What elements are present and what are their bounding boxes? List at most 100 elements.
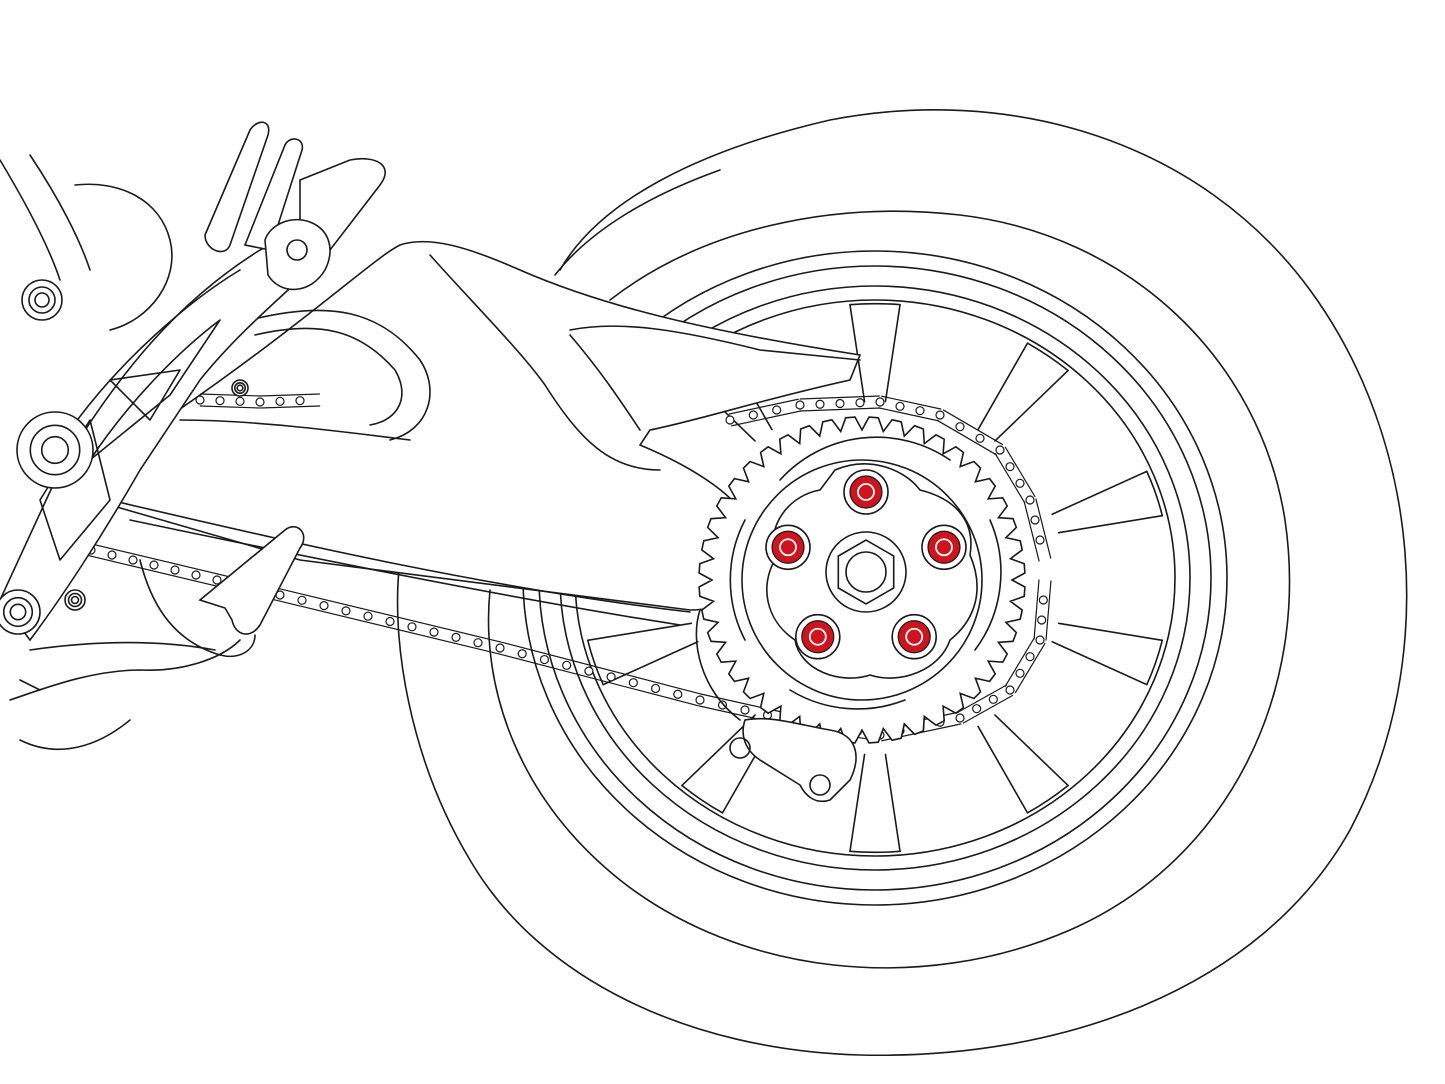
chain-plate-edge bbox=[1045, 580, 1052, 641]
wheel-spoke-edge bbox=[994, 369, 1069, 442]
chain-plate-edge bbox=[259, 393, 320, 397]
chain-plate-edge bbox=[881, 395, 942, 410]
chain-plate-edge bbox=[994, 452, 1026, 504]
wheel-spoke-edge bbox=[849, 303, 866, 403]
chain-plate-edge bbox=[1035, 498, 1052, 559]
chain-link bbox=[385, 616, 395, 627]
chain-link bbox=[1015, 668, 1025, 678]
wheel-spoke-edge bbox=[994, 714, 1069, 787]
passenger-footpeg bbox=[204, 121, 386, 291]
chain-plate-edge bbox=[199, 405, 260, 409]
chain-link bbox=[1025, 495, 1035, 505]
chain-plate-edge bbox=[731, 410, 802, 427]
wheel-spoke-cap bbox=[849, 302, 901, 306]
wheel-spoke-edge bbox=[977, 725, 1029, 814]
chain-link bbox=[995, 445, 1005, 455]
chain-link bbox=[895, 401, 905, 411]
chain-plate-edge bbox=[878, 407, 939, 422]
wheel-spoke-edge bbox=[1057, 514, 1164, 534]
chain-link bbox=[815, 399, 825, 409]
bolt-socket bbox=[857, 483, 875, 501]
chain-link bbox=[275, 396, 285, 406]
bushing-mid bbox=[234, 381, 247, 394]
chain-link bbox=[606, 672, 616, 682]
chain-link bbox=[972, 704, 982, 714]
chain-link bbox=[319, 600, 329, 611]
chain-link bbox=[988, 694, 998, 704]
chain-link bbox=[795, 400, 805, 410]
chain-link bbox=[562, 660, 572, 670]
chain-plate-edge bbox=[498, 653, 699, 707]
wheel-spoke-edge bbox=[602, 640, 699, 686]
chain-link bbox=[297, 595, 307, 605]
bolt-socket bbox=[779, 538, 797, 557]
chain-plate-edge bbox=[936, 419, 998, 456]
chain-link bbox=[855, 398, 865, 408]
chain-link bbox=[584, 666, 594, 676]
chain-plate-edge bbox=[1014, 642, 1046, 694]
chain-plate-edge bbox=[281, 588, 502, 643]
chain-link bbox=[1005, 685, 1015, 695]
chain-plate-edge bbox=[260, 405, 321, 409]
wheel-spoke-edge bbox=[1057, 622, 1164, 642]
brake-pedal bbox=[29, 525, 305, 657]
wheel-spoke-cap bbox=[586, 639, 604, 686]
chain-plate-edge bbox=[701, 693, 792, 715]
chain-link bbox=[107, 550, 117, 560]
chain-link bbox=[748, 410, 758, 420]
chain-link bbox=[149, 560, 159, 570]
chain-link bbox=[517, 649, 527, 659]
chain-link bbox=[191, 570, 201, 580]
bushing-mid bbox=[67, 592, 83, 608]
bushing-outer bbox=[21, 279, 63, 321]
chain-plate-edge bbox=[942, 409, 1004, 446]
wheel-spoke-edge bbox=[884, 303, 901, 403]
chain-link bbox=[473, 638, 483, 648]
rear-footrest-hanger bbox=[0, 154, 322, 642]
bushing-inner bbox=[70, 595, 80, 605]
wheel-spoke-cap bbox=[1026, 342, 1069, 372]
chain-link bbox=[740, 705, 750, 715]
chain-plate-edge bbox=[956, 684, 1008, 714]
bushing-mid bbox=[28, 286, 56, 314]
bushing-inner bbox=[9, 603, 27, 621]
chain-plate-edge bbox=[962, 694, 1014, 724]
highlighted-carrier-bolts bbox=[765, 469, 967, 660]
exhaust-muffler bbox=[9, 639, 241, 751]
bushing-mid bbox=[29, 424, 81, 476]
chain-link bbox=[1030, 515, 1040, 525]
chain-link bbox=[495, 643, 505, 653]
bushing-outer bbox=[0, 589, 41, 635]
chain-plate-edge bbox=[800, 407, 881, 412]
bushing-inner bbox=[34, 292, 50, 308]
brake-caliper bbox=[695, 609, 857, 803]
chain-link bbox=[128, 555, 138, 565]
chain-plate-edge bbox=[1023, 501, 1040, 562]
chain-link bbox=[235, 396, 245, 406]
chain-link bbox=[212, 575, 222, 585]
chain-link bbox=[725, 415, 735, 425]
bushing-inner bbox=[40, 435, 70, 465]
chain-link bbox=[255, 397, 265, 407]
bolt-socket bbox=[905, 627, 924, 646]
chain-link bbox=[341, 606, 351, 616]
wheel-spoke-cap bbox=[681, 784, 724, 814]
wheel-spoke-cap bbox=[1026, 784, 1069, 814]
chain-plate-edge bbox=[200, 393, 261, 397]
chain-link bbox=[429, 627, 439, 637]
wheel-spoke-edge bbox=[1051, 470, 1148, 516]
chain-plate-edge bbox=[1033, 579, 1040, 640]
chain-link bbox=[407, 622, 417, 632]
bolt-socket bbox=[935, 538, 953, 557]
chain-link bbox=[295, 396, 305, 406]
chain-link bbox=[875, 397, 885, 407]
chain-link bbox=[215, 396, 225, 406]
chain-left-segment bbox=[195, 393, 321, 409]
chain-link bbox=[955, 713, 965, 723]
chain-link bbox=[539, 654, 550, 665]
chain-link bbox=[673, 689, 683, 699]
frame-pivot-bushings bbox=[0, 279, 249, 635]
bushing-inner bbox=[236, 384, 244, 392]
